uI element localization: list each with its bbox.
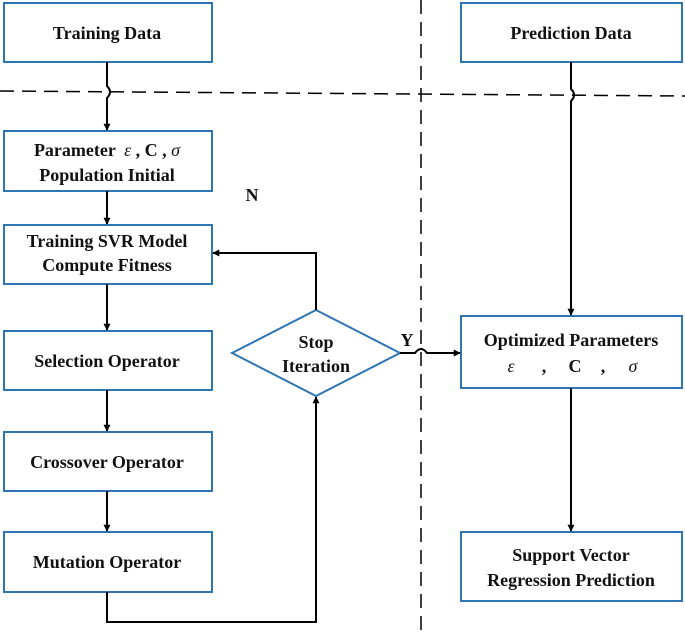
optimized-sigma: σ [629, 356, 639, 376]
optimized-parameters-box [460, 315, 683, 389]
param-separator-1: , [136, 140, 145, 160]
crossover-operator-box [3, 431, 213, 492]
mutation-operator-box [3, 531, 213, 593]
svr-prediction-line1: Support Vector [512, 545, 630, 565]
training-data-label: Training Data [53, 23, 161, 43]
svr-prediction-box [460, 531, 683, 602]
stop-line2: Iteration [282, 356, 350, 376]
arrow-mutation-to-stop [106, 396, 320, 623]
optimized-epsilon: ε [507, 356, 515, 376]
arrow-stop-no-loop [212, 249, 317, 310]
prediction-data-label: Prediction Data [510, 23, 631, 43]
c-symbol: C [145, 140, 158, 160]
horizontal-dashed-divider [0, 90, 685, 97]
yes-label: Y [401, 330, 414, 350]
no-label: N [246, 185, 259, 205]
optimized-separator-2: , [601, 356, 606, 376]
training-svr-box [3, 224, 213, 285]
arrow-training-to-param [103, 62, 111, 131]
training-svr-line2: Compute Fitness [42, 255, 172, 275]
crossover-operator-label: Crossover Operator [30, 452, 184, 472]
training-data-box [3, 2, 213, 63]
arrow-prediction-to-optimized [567, 62, 575, 316]
optimized-c: C [569, 356, 582, 376]
prediction-data-box [460, 2, 683, 63]
sigma-symbol: σ [171, 140, 181, 160]
stop-line1: Stop [298, 332, 333, 352]
selection-operator-label: Selection Operator [34, 351, 179, 371]
selection-operator-box [3, 330, 213, 391]
optimized-parameters-line1: Optimized Parameters [484, 330, 658, 350]
svr-prediction-line2: Regression Prediction [487, 570, 655, 590]
arrow-stop-yes-to-optimized [400, 348, 461, 357]
mutation-operator-label: Mutation Operator [33, 552, 181, 572]
parameter-initial-line1: Parameter ε , C , σ [34, 140, 181, 160]
training-svr-line1: Training SVR Model [27, 231, 188, 251]
parameter-initial-line2: Population Initial [39, 165, 175, 185]
epsilon-symbol: ε [124, 140, 132, 160]
param-separator-2: , [162, 140, 171, 160]
parameter-prefix: Parameter [34, 140, 116, 160]
optimized-separator-1: , [542, 356, 547, 376]
stop-iteration-diamond [229, 308, 403, 398]
